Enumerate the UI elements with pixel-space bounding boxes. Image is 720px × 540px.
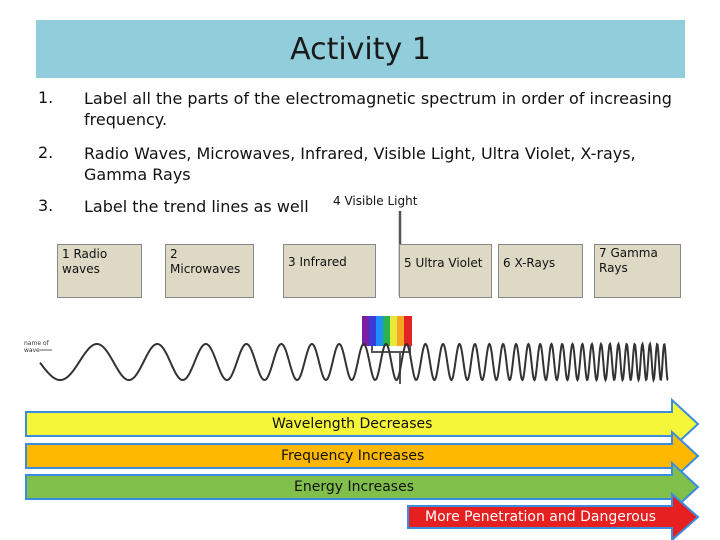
visible-light-rainbow [362, 316, 412, 346]
wavelength-arrow-label: Wavelength Decreases [272, 416, 432, 432]
label-gamma-rays: 7 Gamma Rays [594, 244, 681, 298]
wave-caption-line2: wave [24, 347, 40, 354]
label-ultraviolet: 5 Ultra Violet [399, 244, 492, 298]
label-infrared: 3 Infrared [283, 244, 376, 298]
wave-caption-line1: name of [24, 340, 50, 347]
penetration-arrow-label: More Penetration and Dangerous [425, 509, 656, 525]
em-wave [40, 344, 668, 380]
label-xrays: 6 X-Rays [498, 244, 583, 298]
wave-caption: name of wave [24, 340, 51, 354]
label-radio-waves: 1 Radio waves [57, 244, 142, 298]
energy-arrow-label: Energy Increases [294, 479, 414, 495]
label-microwaves: 2 Microwaves [165, 244, 254, 298]
label-visible-light: 4 Visible Light [333, 194, 417, 208]
frequency-arrow-label: Frequency Increases [281, 448, 424, 464]
